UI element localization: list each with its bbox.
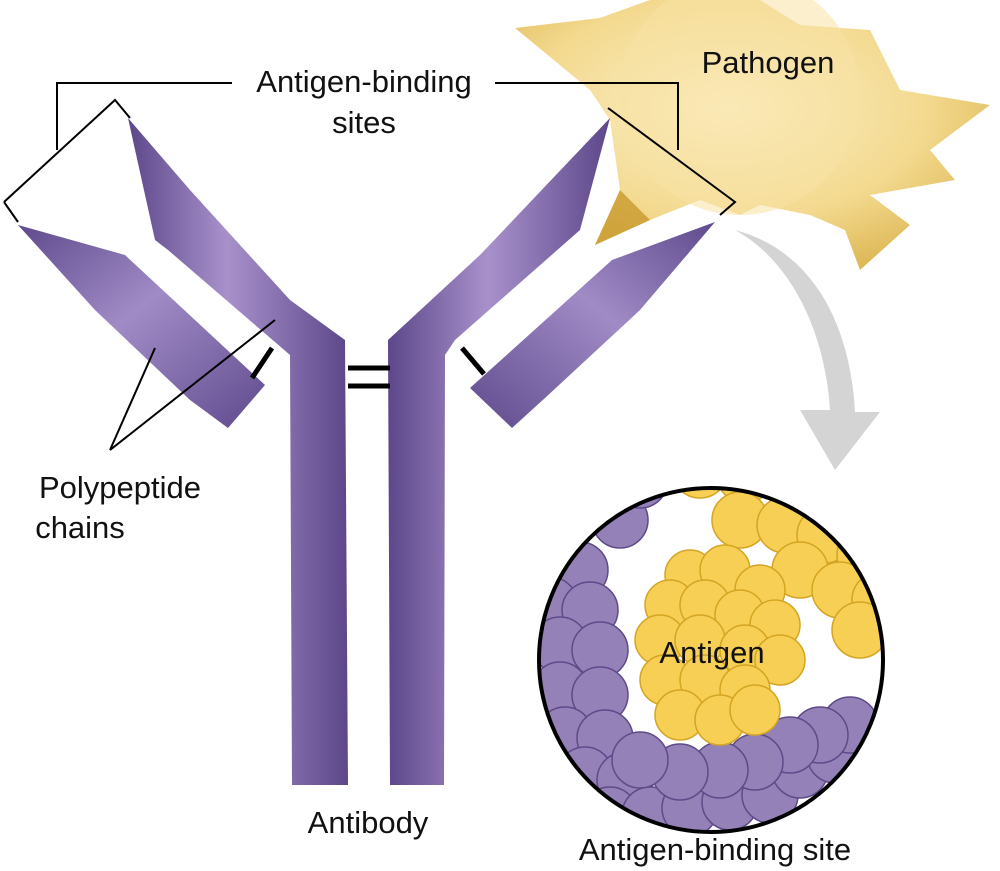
callout-lines bbox=[3, 82, 737, 451]
disulfide-bond bbox=[460, 346, 486, 376]
pathogen-residue bbox=[671, 488, 729, 499]
antibody-residue bbox=[571, 488, 629, 519]
zoom-arrow bbox=[735, 230, 880, 470]
pathogen-shape bbox=[515, 0, 990, 270]
antibody-residue bbox=[611, 488, 669, 509]
label-antigen: Antigen bbox=[659, 635, 764, 670]
label-pathogen: Pathogen bbox=[702, 45, 835, 80]
antibody-residue bbox=[611, 731, 669, 789]
label-antigen-binding-sites-1: Antigen-binding bbox=[256, 64, 471, 99]
pathogen-residue bbox=[841, 488, 883, 539]
antigen-residue bbox=[754, 634, 806, 686]
antigen-residue bbox=[729, 684, 781, 736]
light-chain-right bbox=[470, 222, 715, 428]
label-antigen-binding-sites-2: sites bbox=[332, 105, 396, 140]
label-antibody: Antibody bbox=[308, 805, 429, 840]
heavy-chain-right bbox=[388, 118, 610, 785]
antibody-residue bbox=[539, 491, 589, 549]
pathogen-residue bbox=[801, 488, 859, 514]
label-polypeptide-1: Polypeptide bbox=[39, 470, 201, 505]
label-antigen-binding-site: Antigen-binding site bbox=[579, 832, 851, 867]
disulfide-bond bbox=[249, 346, 275, 380]
label-polypeptide-2: chains bbox=[35, 510, 125, 545]
pathogen-residue bbox=[831, 601, 883, 659]
antibody-residue bbox=[591, 491, 649, 549]
heavy-chain-left bbox=[128, 118, 348, 785]
